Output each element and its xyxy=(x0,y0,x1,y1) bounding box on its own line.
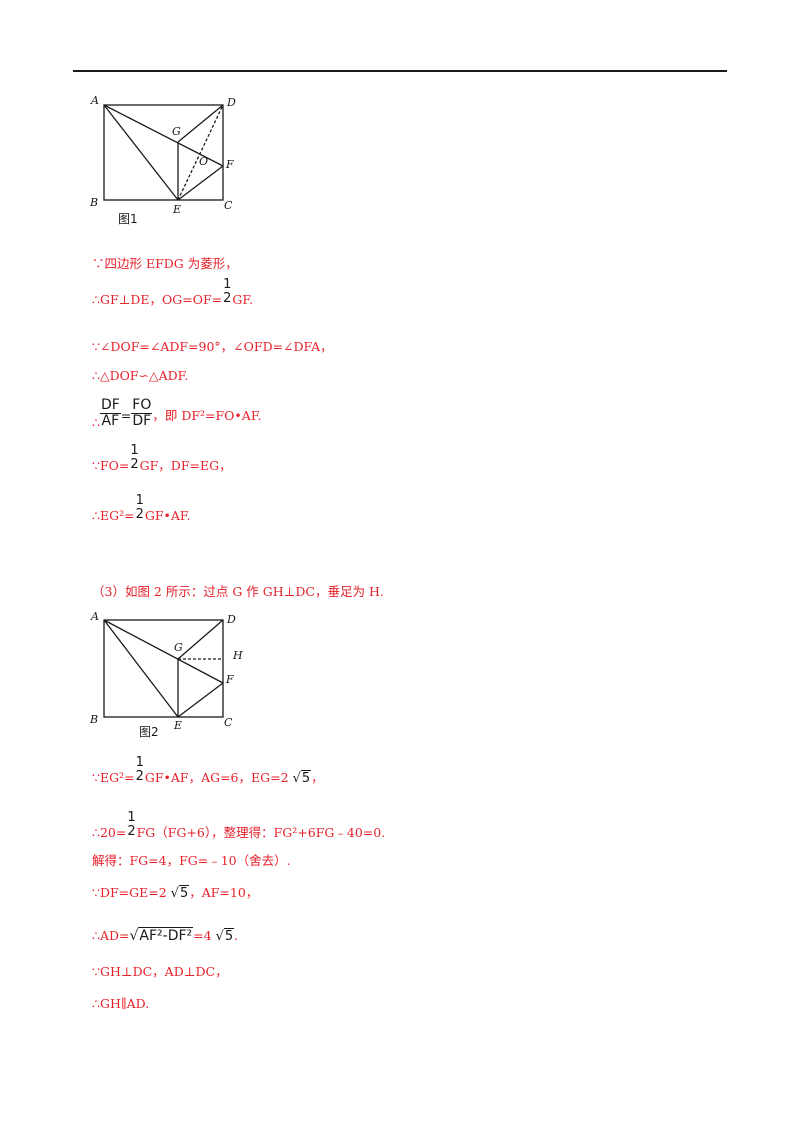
line-12: ∵DF=GE=2 √5，AF=10， xyxy=(92,885,259,901)
line-3: ∵∠DOF=∠ADF=90°，∠OFD=∠DFA， xyxy=(92,339,333,354)
segment-ef xyxy=(177,682,224,718)
segment-ef xyxy=(177,165,224,201)
label-e: E xyxy=(173,719,182,732)
sqrt-5: √5 xyxy=(292,770,312,787)
label-c: C xyxy=(224,199,233,212)
label-o: O xyxy=(199,155,208,168)
label-g: G xyxy=(172,125,181,138)
segment-af xyxy=(103,104,224,167)
sqrt-5: √5 xyxy=(215,928,235,944)
line-2-text: ∴GF⊥DE，OG=OF= xyxy=(92,292,223,308)
line-8: （3）如图 2 所示：过点 G 作 GH⊥DC，垂足为 H. xyxy=(92,584,384,599)
label-b: B xyxy=(89,196,98,209)
header-rule xyxy=(73,70,727,72)
line-4: ∴△DOF∽△ADF. xyxy=(92,368,189,383)
rectangle-abcd xyxy=(103,104,224,201)
label-f: F xyxy=(225,158,234,171)
label-a: A xyxy=(90,610,99,623)
label-g: G xyxy=(174,641,183,654)
line-13: ∴AD=√AF²-DF²=4 √5. xyxy=(92,927,239,944)
segment-ae xyxy=(103,619,179,718)
figure-2-caption: 图2 xyxy=(139,725,159,739)
figure-2: A D G H F B E C 图2 xyxy=(86,607,256,742)
line-1: ∵四边形 EFDG 为菱形， xyxy=(92,256,238,271)
segment-ae xyxy=(103,104,179,201)
sqrt-5: √5 xyxy=(170,885,190,901)
segment-af xyxy=(103,619,224,684)
label-h: H xyxy=(232,649,243,662)
label-b: B xyxy=(89,713,98,726)
figure-1-caption: 图1 xyxy=(118,212,138,226)
line-11: 解得：FG=4，FG=﹣10（舍去）. xyxy=(92,853,291,868)
label-a: A xyxy=(90,94,99,107)
label-d: D xyxy=(226,613,236,626)
rectangle-abcd xyxy=(103,619,224,718)
segment-gd xyxy=(177,619,224,660)
label-d: D xyxy=(226,96,236,109)
segment-gd xyxy=(177,104,224,143)
sqrt-af2-df2: √AF²-DF² xyxy=(129,927,194,944)
label-c: C xyxy=(224,716,233,729)
label-f: F xyxy=(225,673,234,686)
figure-1: A D G O F B E C 图1 xyxy=(86,92,246,227)
segment-de-dashed xyxy=(177,104,224,201)
label-e: E xyxy=(172,203,181,216)
line-15: ∴GH∥AD. xyxy=(92,996,150,1011)
line-14: ∵GH⊥DC，AD⊥DC， xyxy=(92,964,228,979)
